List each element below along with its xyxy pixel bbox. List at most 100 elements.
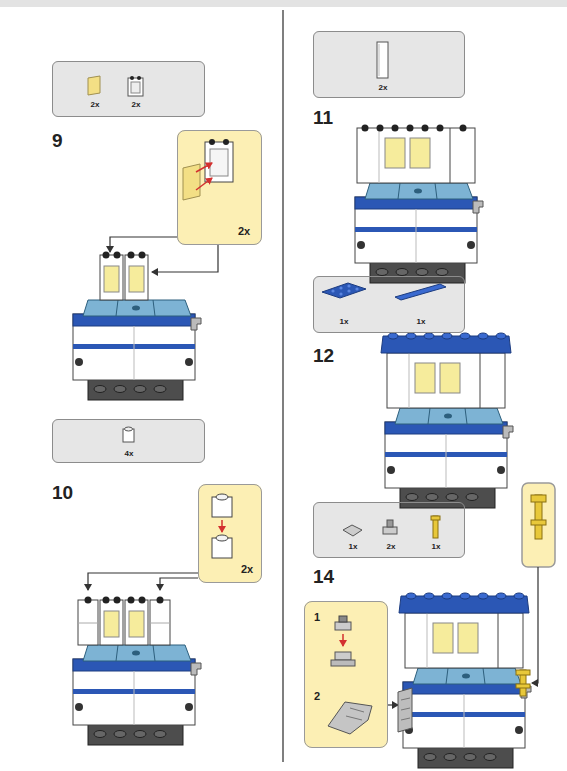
line-shape <box>282 10 284 762</box>
polygon-shape <box>328 702 372 734</box>
line-shape <box>221 520 223 532</box>
ellipse-shape <box>216 535 228 541</box>
rect-shape <box>335 622 351 630</box>
step-number: 9 <box>52 131 63 150</box>
circle-shape <box>355 287 358 290</box>
circle-shape <box>347 289 350 292</box>
polyline-shape <box>160 578 198 590</box>
polyline-shape <box>88 573 198 590</box>
use-shape <box>78 597 170 646</box>
circle-shape <box>209 139 215 145</box>
part-count: 1x <box>340 318 349 326</box>
part-count: 2x <box>132 101 141 109</box>
rect-shape <box>516 670 530 675</box>
rect-shape <box>339 616 347 622</box>
part-count: 2x <box>387 543 396 551</box>
rect-shape <box>313 502 465 558</box>
step-number: 11 <box>313 108 333 127</box>
polyline-shape <box>532 567 538 683</box>
line-shape <box>401 708 410 710</box>
circle-shape <box>339 286 342 289</box>
polygon-shape <box>322 283 366 298</box>
circle-shape <box>331 289 334 292</box>
line-shape <box>342 634 344 646</box>
use-shape <box>100 597 148 646</box>
polyline-shape <box>110 237 177 252</box>
step-number: 14 <box>313 567 334 586</box>
line-shape <box>196 163 212 172</box>
polygon-shape <box>395 284 446 300</box>
rect-shape <box>431 516 440 520</box>
rect-shape <box>387 520 393 527</box>
rect-shape <box>52 61 205 117</box>
parts-list-box: 1x 1x <box>313 276 465 333</box>
rect-shape <box>377 42 388 78</box>
parts-list-box: 2x 2x <box>52 61 205 117</box>
rect-shape <box>0 0 567 7</box>
rect-shape <box>531 495 546 502</box>
substep-number: 1 <box>314 612 320 623</box>
rect-shape <box>383 527 397 534</box>
part-count: 1x <box>417 318 426 326</box>
parts-list-box: 1x 2x 1x <box>313 502 465 558</box>
use-shape <box>100 252 148 301</box>
use-shape <box>355 183 483 283</box>
line-shape <box>379 44 380 76</box>
step-number: 10 <box>52 483 73 502</box>
rect-shape <box>516 684 530 688</box>
rect-shape <box>52 419 205 463</box>
ellipse-shape <box>216 494 228 500</box>
line-shape <box>350 708 364 712</box>
rect-shape <box>177 130 262 245</box>
rect-shape <box>304 601 388 748</box>
use-shape <box>399 593 529 613</box>
rect-shape <box>210 149 228 176</box>
rect-shape <box>313 31 465 98</box>
line-shape <box>196 178 212 190</box>
circle-shape <box>339 292 342 295</box>
use-shape <box>403 668 531 768</box>
part-count: 2x <box>241 564 253 575</box>
polyline-shape <box>152 245 218 272</box>
substep-number: 2 <box>314 691 320 702</box>
part-count: 2x <box>91 101 100 109</box>
line-shape <box>346 716 362 720</box>
rect-shape <box>331 660 355 666</box>
rect-shape <box>198 484 262 583</box>
use-shape <box>381 333 511 353</box>
part-count: 4x <box>125 450 134 458</box>
sub-assembly-callout: 12 <box>304 601 388 748</box>
sub-assembly-callout: 2x <box>177 130 262 245</box>
use-shape <box>405 613 523 668</box>
use-shape <box>362 125 467 132</box>
circle-shape <box>130 76 134 80</box>
part-count: 1x <box>349 543 358 551</box>
polygon-shape <box>343 525 362 536</box>
rect-shape <box>335 652 351 660</box>
line-shape <box>401 698 410 700</box>
circle-shape <box>347 284 350 287</box>
polygon-shape <box>183 164 200 200</box>
line-shape <box>388 704 398 705</box>
step-number: 12 <box>313 346 334 365</box>
use-shape <box>387 353 505 408</box>
ellipse-shape <box>125 427 133 431</box>
use-shape <box>73 645 201 745</box>
parts-list-box: 4x <box>52 419 205 463</box>
rect-shape <box>522 483 555 567</box>
circle-shape <box>137 76 141 80</box>
part-count: 2x <box>379 84 388 92</box>
parts-list-box: 2x <box>313 31 465 98</box>
part-count: 1x <box>432 543 441 551</box>
use-shape <box>73 300 201 400</box>
line-shape <box>401 718 410 720</box>
polygon-shape <box>88 76 100 95</box>
sub-assembly-callout: 2x <box>198 484 262 583</box>
polygon-shape <box>398 688 412 732</box>
part-count: 2x <box>238 226 250 237</box>
rect-shape <box>128 78 143 96</box>
use-shape <box>357 128 475 183</box>
rect-shape <box>205 142 233 182</box>
rect-shape <box>131 82 140 93</box>
